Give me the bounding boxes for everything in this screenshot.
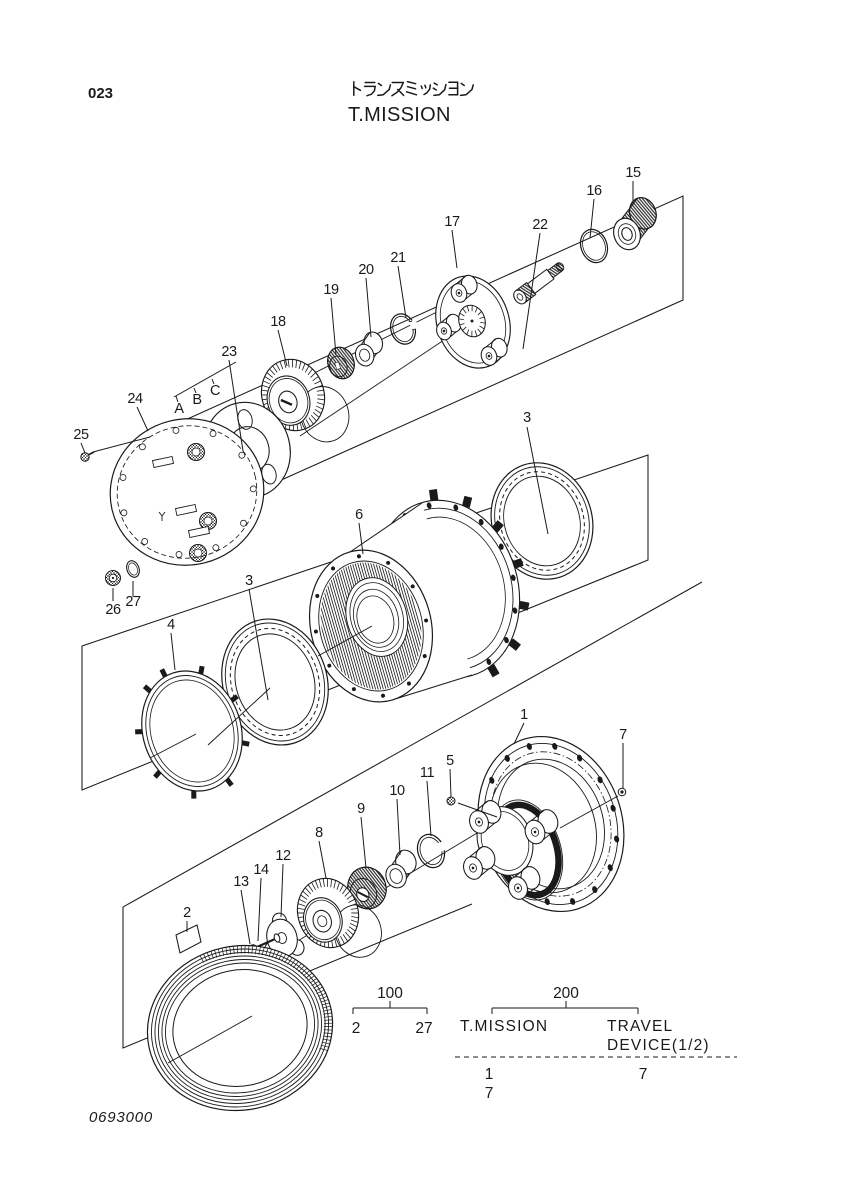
ref-label-b: B	[192, 392, 201, 408]
part-label-16: 16	[586, 183, 602, 199]
part-10-bushing-drawing	[385, 849, 417, 889]
part-16-snap-ring-drawing	[579, 228, 609, 264]
part-label-11: 11	[420, 765, 435, 781]
part-label-3-right: 3	[523, 410, 531, 426]
reference-bracket-abc	[173, 361, 237, 403]
part-2-ring-gear-drawing	[146, 924, 334, 1112]
part-label-8: 8	[315, 825, 323, 841]
part-17-planet-carrier-drawing	[435, 274, 511, 369]
part-label-10: 10	[389, 783, 405, 799]
part-label-23: 23	[221, 344, 237, 360]
part-7-bolt-drawing	[617, 787, 627, 797]
part-label-7: 7	[619, 727, 627, 743]
leader-lines	[80, 181, 634, 1064]
part-3-bearing-right-drawing	[490, 462, 594, 580]
part-24-cover-drawing	[109, 418, 265, 566]
part-1-housing-carrier-drawing	[463, 735, 625, 913]
part-label-5: 5	[446, 753, 454, 769]
part-5-plug-drawing	[446, 796, 456, 806]
part-19-spline-coupling-drawing	[327, 346, 355, 380]
legend-column-travel-line1: TRAVEL	[607, 1018, 673, 1035]
part-26-plug-drawing	[105, 570, 121, 586]
page-title-english: T.MISSION	[348, 104, 451, 126]
part-label-2: 2	[183, 905, 191, 921]
part-number-labels: 15 16 22 17 21 20 19 18 23 24 A B C 25 3…	[73, 165, 641, 921]
part-label-12: 12	[275, 848, 291, 864]
pointer-lines	[92, 436, 619, 1064]
legend-group-200: 200	[553, 985, 579, 1002]
part-label-3-left: 3	[245, 573, 253, 589]
reference-legend: 100 2 27 200 T.MISSION TRAVEL DEVICE(1/2…	[352, 985, 737, 1102]
legend-row2-tmission: 7	[485, 1085, 494, 1102]
part-label-27: 27	[125, 594, 141, 610]
page-number: 023	[88, 85, 113, 102]
part-label-15: 15	[625, 165, 641, 181]
part-20-bushing-drawing	[354, 331, 384, 367]
ref-label-c: C	[210, 383, 220, 399]
legend-column-tmission: T.MISSION	[460, 1018, 548, 1035]
part-label-21: 21	[390, 250, 406, 266]
legend-column-travel-line2: DEVICE(1/2)	[607, 1037, 710, 1054]
part-8-planet-gear-drawing	[296, 877, 382, 958]
part-label-25: 25	[73, 427, 89, 443]
part-label-9: 9	[357, 801, 365, 817]
drawing-number: 0693000	[89, 1109, 153, 1126]
part-11-snap-ring-drawing	[416, 833, 448, 869]
part-6-ring-gear-drum-drawing	[306, 489, 530, 703]
part-21-snap-ring-drawing	[389, 313, 419, 345]
page-title-japanese	[353, 80, 474, 97]
part-label-6: 6	[355, 507, 363, 523]
part-25-bolt-drawing	[80, 451, 95, 462]
legend-100-to: 27	[415, 1020, 432, 1037]
part-22-shaft-bolt-drawing	[513, 262, 565, 305]
legend-group-100: 100	[377, 985, 403, 1002]
part-label-13: 13	[233, 874, 249, 890]
part-label-22: 22	[532, 217, 548, 233]
part-27-o-ring-drawing	[126, 560, 140, 578]
legend-row1-travel: 7	[639, 1066, 648, 1083]
part-label-24: 24	[127, 391, 143, 407]
ref-label-a: A	[174, 401, 184, 417]
bracket-200	[491, 1001, 639, 1014]
part-label-20: 20	[358, 262, 374, 278]
part-4-lock-ring-drawing	[135, 665, 250, 799]
bracket-100	[352, 1001, 428, 1014]
part-label-18: 18	[270, 314, 286, 330]
legend-100-from: 2	[352, 1020, 361, 1037]
part-18-sun-gear-drawing	[260, 358, 350, 443]
part-15-coupling-drawing	[613, 197, 657, 251]
legend-row1-tmission: 1	[485, 1066, 494, 1083]
part-label-26: 26	[105, 602, 121, 618]
part-label-17: 17	[444, 214, 460, 230]
part-label-4: 4	[167, 617, 175, 633]
part-label-1: 1	[520, 707, 528, 723]
part-9-spline-gear-drawing	[347, 866, 387, 910]
part-label-14: 14	[253, 862, 269, 878]
part-label-19: 19	[323, 282, 339, 298]
